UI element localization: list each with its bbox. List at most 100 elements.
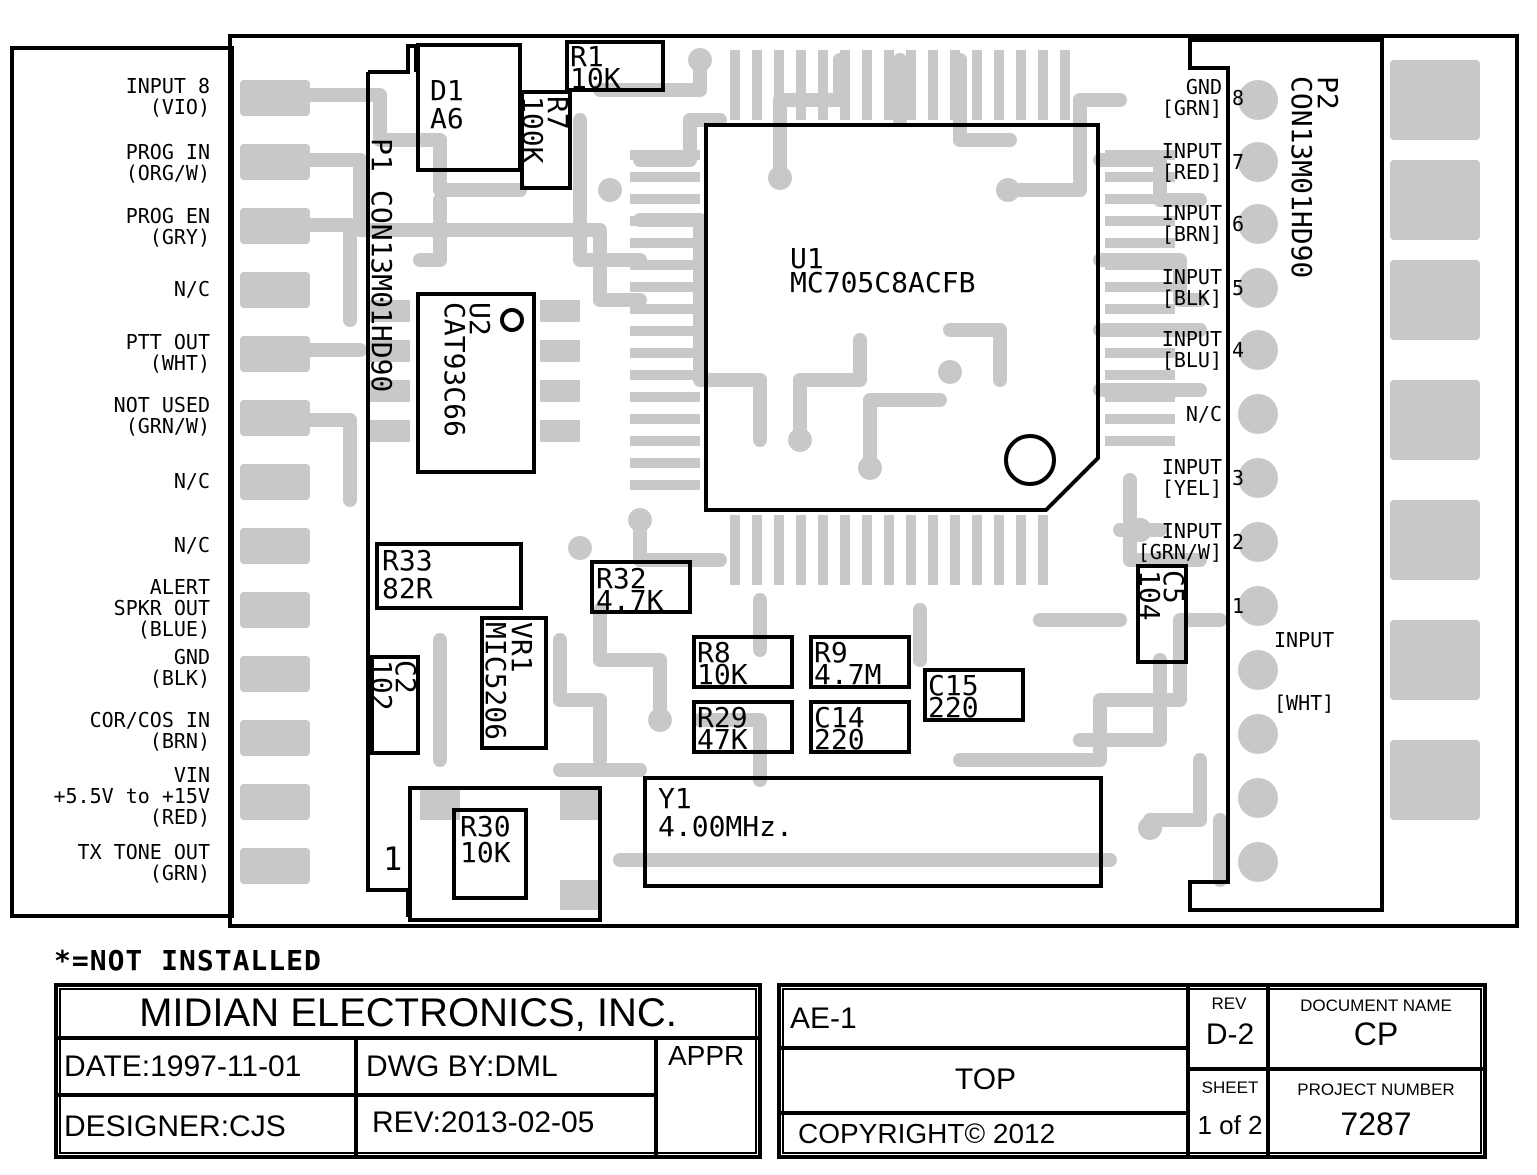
- r33-value: 82R: [382, 572, 433, 605]
- u2-pin1-dot: [500, 308, 524, 332]
- d1-ref: D1: [430, 74, 464, 107]
- d1-value: A6: [430, 102, 464, 135]
- p1-pin-label: TX TONE OUT(GRN): [5, 842, 210, 884]
- p2-pin-label-line: INPUT: [1161, 201, 1222, 225]
- title-block-frame: [54, 983, 1487, 1159]
- p1-pin-label: GND(BLK): [5, 647, 210, 689]
- c14-value: 220: [814, 723, 865, 756]
- p1-pin-label-line: N/C: [173, 532, 210, 557]
- document-name-label: DOCUMENT NAME: [1300, 996, 1452, 1015]
- date-field: DATE:1997-11-01: [64, 1050, 302, 1083]
- p2-pin-label-line: INPUT: [1161, 139, 1222, 163]
- p2-pin-number: 8: [1232, 86, 1245, 110]
- u2-part: CAT93C66: [438, 302, 471, 437]
- p1-part: CON13M01HD90: [365, 190, 398, 392]
- r1-value: 10K: [570, 62, 621, 95]
- r9-ref: R9: [814, 636, 848, 669]
- p1-pin-label: PTT OUT(WHT): [5, 332, 210, 374]
- p2-pin-number: 4: [1232, 338, 1245, 362]
- p1-pin-label-line: GND: [173, 645, 210, 669]
- copper-pads: [240, 48, 1480, 910]
- approval-field: APPR: [668, 1040, 745, 1071]
- p2-pin-label-line: INPUT: [1161, 265, 1222, 289]
- c15-value: 220: [928, 691, 979, 724]
- r8-value: 10K: [697, 658, 748, 691]
- p1-pin-label: COR/COS IN(BRN): [5, 710, 210, 752]
- r30-value: 10K: [460, 836, 511, 869]
- p1-pin-label-line: (BRN): [149, 729, 210, 753]
- p1-pin-label-line: PROG IN: [125, 140, 210, 164]
- p2-pin-label: N/C: [1080, 401, 1222, 426]
- vr1-part: MIC5206: [479, 622, 512, 740]
- p1-pin-label-line: INPUT 8: [125, 74, 210, 98]
- p1-pin-label-line: (GRY): [149, 225, 210, 249]
- r29-value: 47K: [697, 723, 748, 756]
- y1-value: 4.00MHz.: [658, 810, 793, 843]
- u1-part: MC705C8ACFB: [790, 266, 975, 299]
- component-outlines: [370, 40, 1188, 922]
- p1-pin-label: INPUT 8(VIO): [5, 76, 210, 118]
- c2-ref: C2: [389, 660, 422, 694]
- copyright-field: COPYRIGHT© 2012: [798, 1118, 1056, 1149]
- p1-pin-label-line: N/C: [173, 276, 210, 301]
- p1-pin-label-line: (RED): [149, 804, 210, 829]
- r7-value: 100K: [516, 96, 549, 164]
- p1-pin-label-line: (ORG/W): [125, 161, 210, 185]
- product-name: AE-1: [790, 1002, 857, 1035]
- p2-pin-label: INPUT[GRN/W]: [1080, 521, 1222, 563]
- p2-pin-label-line: [YEL]: [1161, 476, 1222, 500]
- p2-pin-number: 6: [1232, 212, 1245, 236]
- c5-value: 104: [1133, 570, 1166, 621]
- p2-pin-label-line: N/C: [1185, 401, 1222, 426]
- pin1-marker: 1: [383, 840, 402, 878]
- pcb-drawing: D1 A6 R1 10K R7 100K P1 CON13M01HD90 U1 …: [10, 34, 1519, 928]
- u2-ref: U2: [463, 302, 496, 336]
- p2-pin1-label-line2: [WHT]: [1274, 691, 1335, 715]
- p2-pin-label-line: [BLU]: [1161, 348, 1222, 372]
- p1-pin-label: N/C: [5, 276, 210, 301]
- rev-value: D-2: [1205, 1018, 1255, 1051]
- r30-ref: R30: [460, 810, 511, 843]
- c15-ref: C15: [928, 669, 979, 702]
- sheet-value: 1 of 2: [1197, 1110, 1263, 1140]
- r29-ref: R29: [697, 701, 748, 734]
- r8-ref: R8: [697, 636, 731, 669]
- p1-ref: P1: [365, 138, 398, 172]
- p1-pin-label-line: VIN: [173, 762, 210, 787]
- r7-ref: R7: [541, 96, 574, 130]
- p1-pin-label-line: (GRN): [149, 861, 210, 885]
- r33-ref: R33: [382, 544, 433, 577]
- p2-pin-label: INPUT[BLU]: [1080, 329, 1222, 371]
- project-number-value: 7287: [1340, 1106, 1412, 1142]
- document-name-value: CP: [1353, 1016, 1399, 1052]
- p1-pin-label: PROG IN(ORG/W): [5, 142, 210, 184]
- p1-pin-label: NOT USED(GRN/W): [5, 395, 210, 437]
- p1-pin-label-line: TX TONE OUT: [77, 840, 210, 864]
- rev-label: REV: [1211, 994, 1247, 1013]
- p2-pin-number: 3: [1232, 466, 1245, 490]
- c2-value: 102: [365, 660, 398, 711]
- p1-pin-label-line: N/C: [173, 468, 210, 493]
- c14-ref: C14: [814, 701, 865, 734]
- p1-pin-label-line: ALERT: [149, 574, 210, 599]
- p1-pin-label-line: (WHT): [149, 351, 210, 375]
- p2-pin-label-line: [RED]: [1161, 160, 1222, 184]
- r32-ref: R32: [596, 562, 647, 595]
- p1-pin-label-line: PTT OUT: [125, 330, 210, 354]
- p1-pin-labels: INPUT 8(VIO) PROG IN(ORG/W) PROG EN(GRY) N/…: [0, 0, 220, 940]
- c5-ref: C5: [1157, 570, 1190, 604]
- p2-pin-label-line: GND: [1185, 75, 1222, 99]
- p1-pin-label-line: PROG EN: [125, 204, 210, 228]
- p1-pin-label-line: (GRN/W): [125, 414, 210, 438]
- revision-date-field: REV:2013-02-05: [372, 1106, 595, 1139]
- p1-pin-label: PROG EN(GRY): [5, 206, 210, 248]
- p2-pin1-label-line1: INPUT: [1274, 628, 1335, 652]
- p2-pin-label: INPUT[RED]: [1080, 141, 1222, 183]
- p1-pin-label: N/C: [5, 532, 210, 557]
- company-name: MIDIAN ELECTRONICS, INC.: [139, 991, 677, 1035]
- p2-pin-label: INPUT[YEL]: [1080, 457, 1222, 499]
- p1-pin-label-line: (BLUE): [137, 616, 210, 641]
- y1-ref: Y1: [658, 782, 692, 815]
- p1-pin-label: VIN+5.5V to +15V(RED): [5, 762, 210, 829]
- p1-pin-label-line: SPKR OUT: [113, 595, 210, 620]
